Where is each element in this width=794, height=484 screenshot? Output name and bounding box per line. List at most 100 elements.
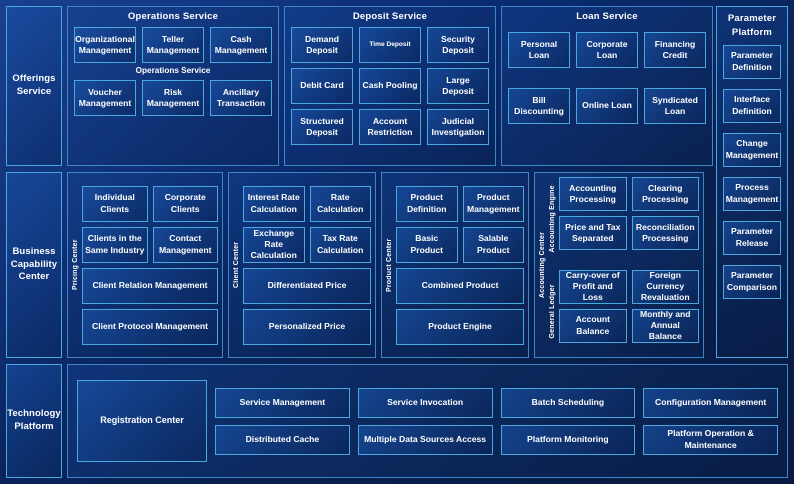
parameter-platform-title-line2: Platform bbox=[731, 27, 773, 39]
technology-column-2: Service Invocation Multiple Data Sources… bbox=[357, 387, 493, 455]
card-registration-center[interactable]: Registration Center bbox=[77, 380, 207, 462]
card-ancillary-transaction[interactable]: Ancillary Transaction bbox=[210, 80, 272, 116]
card-configuration-management[interactable]: Configuration Management bbox=[643, 387, 778, 418]
card-interface-definition[interactable]: Interface Definition bbox=[723, 88, 781, 123]
card-service-management[interactable]: Service Management bbox=[215, 387, 350, 418]
sidebar-label-technology-platform[interactable]: Technology Platform bbox=[6, 364, 62, 478]
card-structured-deposit[interactable]: Structured Deposit bbox=[291, 109, 353, 145]
group-product-center[interactable]: Product Center Product Definition Produc… bbox=[381, 172, 529, 358]
operations-service-mid-caption: Operations Service bbox=[135, 66, 211, 75]
card-personalized-price[interactable]: Personalized Price bbox=[243, 308, 371, 345]
product-center-cards: Product Definition Product Management Ba… bbox=[396, 177, 524, 353]
card-basic-product[interactable]: Basic Product bbox=[396, 226, 458, 263]
card-corporate-clients[interactable]: Corporate Clients bbox=[152, 185, 218, 222]
card-online-loan[interactable]: Online Loan bbox=[576, 88, 638, 124]
card-tax-rate-calculation[interactable]: Tax Rate Calculation bbox=[309, 226, 371, 263]
card-bill-discounting[interactable]: Bill Discounting bbox=[508, 88, 570, 124]
card-cash-management[interactable]: Cash Management bbox=[210, 27, 272, 63]
card-product-definition[interactable]: Product Definition bbox=[396, 185, 458, 222]
card-carry-over-of-profit-and-loss[interactable]: Carry-over of Profit and Loss bbox=[559, 269, 627, 304]
card-personal-loan[interactable]: Personal Loan bbox=[508, 32, 570, 68]
card-accounting-processing[interactable]: Accounting Processing bbox=[559, 177, 627, 211]
card-individual-clients[interactable]: Individual Clients bbox=[82, 185, 148, 222]
card-platform-monitoring[interactable]: Platform Monitoring bbox=[500, 424, 636, 455]
loan-service-cards: Personal Loan Corporate Loan Financing C… bbox=[508, 32, 706, 124]
group-loan-service[interactable]: Loan Service Personal Loan Corporate Loa… bbox=[501, 6, 713, 166]
deposit-service-cards: Demand Deposit Time Deposit Security Dep… bbox=[291, 27, 489, 145]
offerings-service-row: Offerings Service Operations Service Org… bbox=[6, 6, 788, 166]
group-accounting-center[interactable]: Accounting Center Accounting Engine Acco… bbox=[534, 172, 704, 358]
card-security-deposit[interactable]: Security Deposit bbox=[427, 27, 489, 63]
technology-platform-row: Technology Platform Registration Center … bbox=[6, 364, 788, 478]
pricing-center-cards: Individual Clients Corporate Clients Cli… bbox=[82, 177, 218, 353]
parameter-platform-title: Parameter Platform bbox=[728, 12, 776, 41]
vertical-label-accounting-center: Accounting Center bbox=[539, 232, 546, 299]
vertical-label-client-center: Client Center bbox=[233, 241, 240, 289]
card-parameter-comparison[interactable]: Parameter Comparison bbox=[723, 264, 781, 299]
client-center-cards: Interest Rate Calculation Rate Calculati… bbox=[243, 177, 371, 353]
group-operations-service[interactable]: Operations Service Organizational Manage… bbox=[67, 6, 279, 166]
vertical-label-general-ledger: General Ledger bbox=[549, 284, 556, 339]
card-price-and-tax-separated[interactable]: Price and Tax Separated bbox=[559, 216, 627, 250]
card-account-restriction[interactable]: Account Restriction bbox=[359, 109, 421, 145]
general-ledger-section: General Ledger Carry-over of Profit and … bbox=[549, 269, 699, 354]
card-client-protocol-management[interactable]: Client Protocol Management bbox=[82, 308, 218, 345]
card-product-management[interactable]: Product Management bbox=[462, 185, 524, 222]
card-organizational-management[interactable]: Organizational Management bbox=[74, 27, 136, 63]
sidebar-label-offerings-service[interactable]: Offerings Service bbox=[6, 6, 62, 166]
sidebar-label-business-capability-center[interactable]: Business Capability Center bbox=[6, 172, 62, 358]
card-reconciliation-processing[interactable]: Reconciliation Processing bbox=[631, 216, 699, 250]
card-batch-scheduling[interactable]: Batch Scheduling bbox=[500, 387, 636, 418]
card-change-management[interactable]: Change Management bbox=[723, 132, 781, 167]
card-rate-calculation[interactable]: Rate Calculation bbox=[309, 185, 371, 222]
card-contact-management[interactable]: Contact Management bbox=[152, 226, 218, 263]
parameter-platform-panel[interactable]: Parameter Platform Parameter Definition … bbox=[716, 6, 788, 358]
card-foreign-currency-revaluation[interactable]: Foreign Currency Revaluation bbox=[631, 269, 699, 304]
group-title-operations-service: Operations Service bbox=[127, 11, 219, 22]
group-title-deposit-service: Deposit Service bbox=[352, 11, 428, 22]
card-client-relation-management[interactable]: Client Relation Management bbox=[82, 267, 218, 304]
card-combined-product[interactable]: Combined Product bbox=[396, 267, 524, 304]
card-judicial-investigation[interactable]: Judicial Investigation bbox=[427, 109, 489, 145]
card-financing-credit[interactable]: Financing Credit bbox=[644, 32, 706, 68]
card-large-deposit[interactable]: Large Deposit bbox=[427, 68, 489, 104]
operations-service-cards-top: Organizational Management Teller Managem… bbox=[74, 27, 272, 116]
technology-column-3: Batch Scheduling Platform Monitoring bbox=[500, 387, 636, 455]
group-deposit-service[interactable]: Deposit Service Demand Deposit Time Depo… bbox=[284, 6, 496, 166]
group-client-center[interactable]: Client Center Interest Rate Calculation … bbox=[228, 172, 376, 358]
vertical-label-product-center: Product Center bbox=[386, 238, 393, 292]
card-demand-deposit[interactable]: Demand Deposit bbox=[291, 27, 353, 63]
technology-column-4: Configuration Management Platform Operat… bbox=[643, 387, 778, 455]
vertical-label-accounting-engine: Accounting Engine bbox=[549, 185, 556, 253]
card-product-engine[interactable]: Product Engine bbox=[396, 308, 524, 345]
card-process-management[interactable]: Process Management bbox=[723, 176, 781, 211]
card-interest-rate-calculation[interactable]: Interest Rate Calculation bbox=[243, 185, 305, 222]
card-parameter-definition[interactable]: Parameter Definition bbox=[723, 44, 781, 79]
card-differentiated-price[interactable]: Differentiated Price bbox=[243, 267, 371, 304]
card-salable-product[interactable]: Salable Product bbox=[462, 226, 524, 263]
card-service-invocation[interactable]: Service Invocation bbox=[357, 387, 493, 418]
card-corporate-loan[interactable]: Corporate Loan bbox=[576, 32, 638, 68]
card-clients-in-the-same-industry[interactable]: Clients in the Same Industry bbox=[82, 226, 148, 263]
group-technology-platform[interactable]: Registration Center Service Management D… bbox=[67, 364, 788, 478]
card-voucher-management[interactable]: Voucher Management bbox=[74, 80, 136, 116]
group-pricing-center[interactable]: Pricing Center Individual Clients Corpor… bbox=[67, 172, 223, 358]
vertical-label-pricing-center: Pricing Center bbox=[72, 239, 79, 291]
card-clearing-processing[interactable]: Clearing Processing bbox=[631, 177, 699, 211]
card-risk-management[interactable]: Risk Management bbox=[142, 80, 204, 116]
card-multiple-data-sources-access[interactable]: Multiple Data Sources Access bbox=[357, 424, 493, 455]
card-exchange-rate-calculation[interactable]: Exchange Rate Calculation bbox=[243, 226, 305, 263]
card-monthly-and-annual-balance[interactable]: Monthly and Annual Balance bbox=[631, 308, 699, 343]
card-platform-operation-maintenance[interactable]: Platform Operation & Maintenance bbox=[643, 424, 778, 455]
card-teller-management[interactable]: Teller Management bbox=[142, 27, 204, 63]
technology-column-1: Service Management Distributed Cache bbox=[215, 387, 350, 455]
card-debit-card[interactable]: Debit Card bbox=[291, 68, 353, 104]
card-distributed-cache[interactable]: Distributed Cache bbox=[215, 424, 350, 455]
group-title-loan-service: Loan Service bbox=[576, 11, 638, 22]
accounting-engine-section: Accounting Engine Accounting Processing … bbox=[549, 177, 699, 261]
card-parameter-release[interactable]: Parameter Release bbox=[723, 220, 781, 255]
card-cash-pooling[interactable]: Cash Pooling bbox=[359, 68, 421, 104]
card-syndicated-loan[interactable]: Syndicated Loan bbox=[644, 88, 706, 124]
card-account-balance[interactable]: Account Balance bbox=[559, 308, 627, 343]
card-time-deposit[interactable]: Time Deposit bbox=[359, 27, 421, 63]
